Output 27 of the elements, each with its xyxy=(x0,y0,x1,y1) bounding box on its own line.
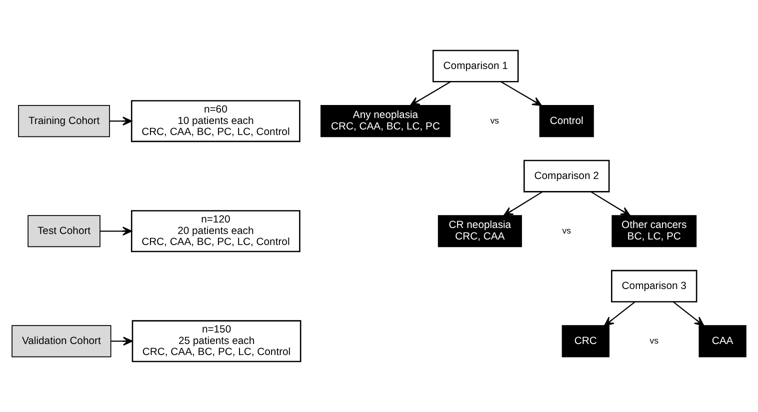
node-box: n=150 25 patients each CRC, CAA, BC, PC, LC, Control xyxy=(132,320,302,362)
node-box: n=120 20 patients each CRC, CAA, BC, PC, LC, Control xyxy=(130,210,300,252)
label: vs xyxy=(490,115,500,126)
arrow xyxy=(590,191,630,216)
node-box: Any neoplasia CRC, CAA, BC, LC, PC xyxy=(320,105,450,138)
node-box: Control xyxy=(539,105,594,138)
arrow xyxy=(500,81,542,106)
arrow xyxy=(410,81,451,106)
node-box: Validation Cohort xyxy=(12,325,112,358)
node-box: CRC xyxy=(562,325,610,358)
arrow xyxy=(672,301,704,326)
arrow xyxy=(100,226,132,236)
arrow xyxy=(110,116,132,126)
arrow xyxy=(604,301,636,326)
node-box: Comparison 3 xyxy=(611,270,698,302)
node-box: Training Cohort xyxy=(18,105,110,138)
node-box: Comparison 2 xyxy=(523,160,610,192)
label: vs xyxy=(562,225,571,236)
node-box: Test Cohort xyxy=(28,215,100,248)
arrow xyxy=(111,336,133,346)
label: vs xyxy=(650,335,658,346)
node-box: CAA xyxy=(698,325,746,358)
node-box: Comparison 1 xyxy=(432,50,519,82)
node-box: CR neoplasia CRC, CAA xyxy=(438,215,522,248)
node-box: Other cancers BC, LC, PC xyxy=(612,215,697,248)
node-box: n=60 10 patients each CRC, CAA, BC, PC, LC, Control xyxy=(130,100,300,142)
arrow xyxy=(503,191,543,216)
